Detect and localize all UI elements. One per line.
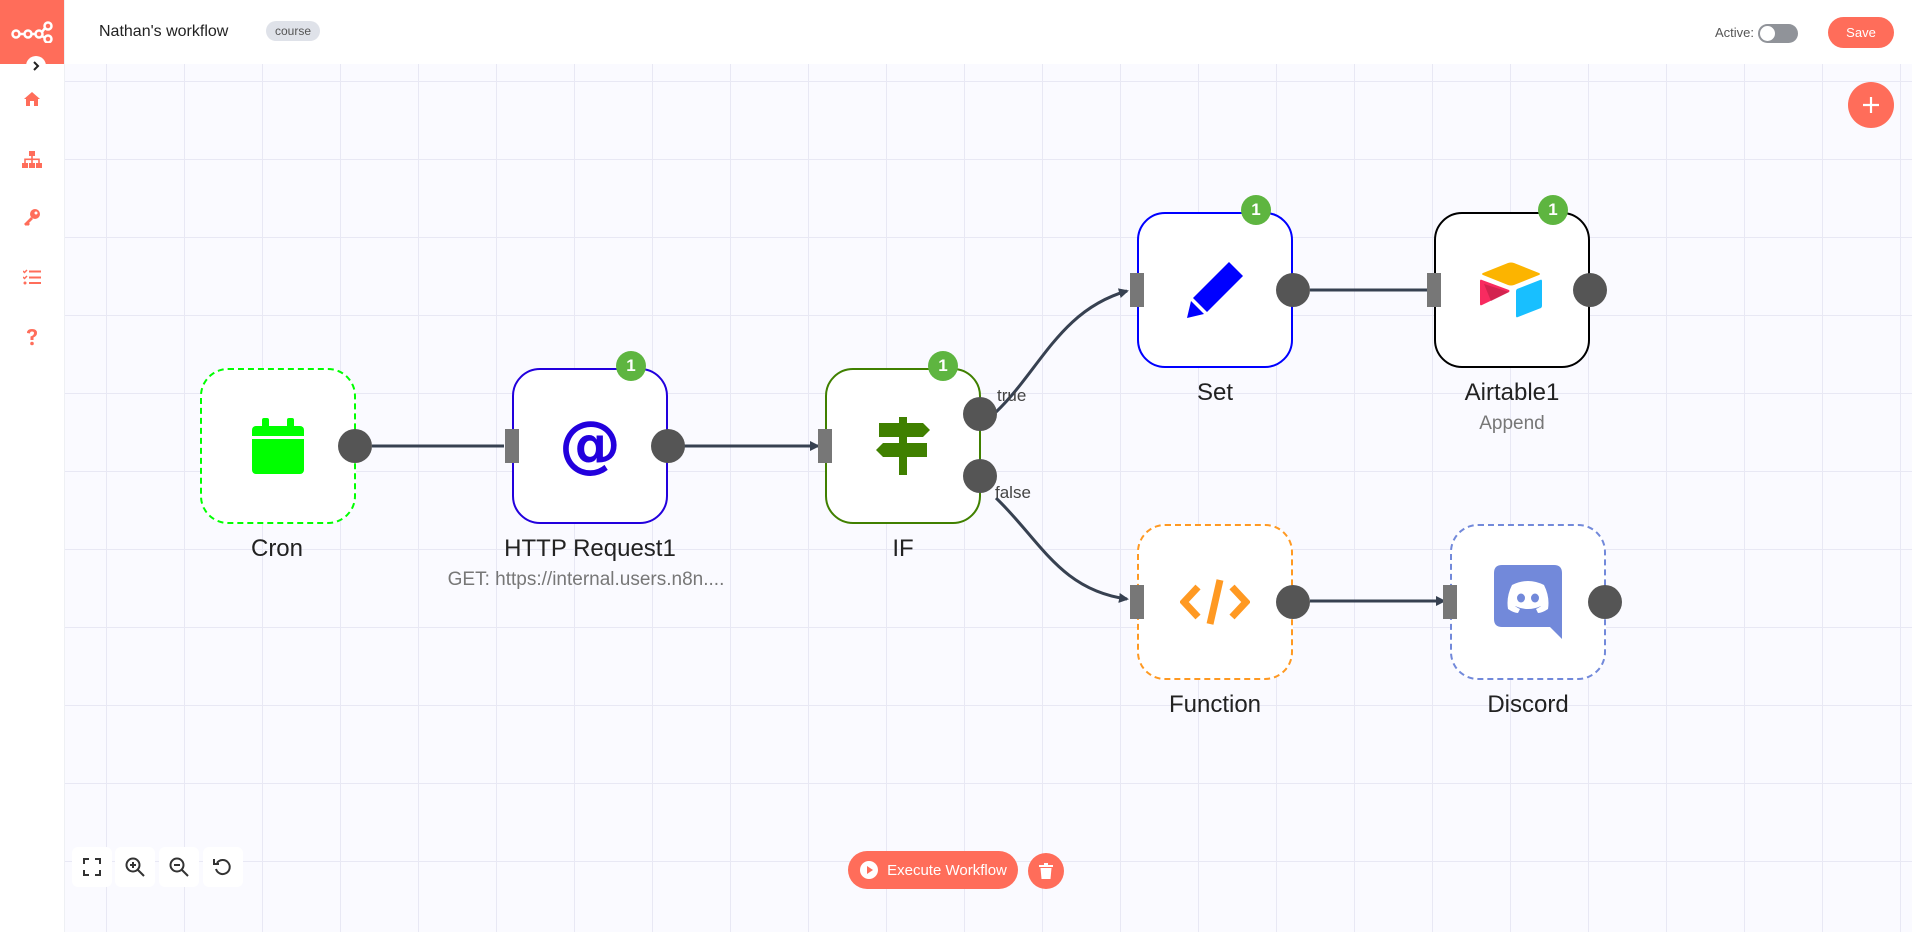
key-icon	[24, 209, 40, 226]
sidebar-item-executions[interactable]	[16, 261, 48, 293]
logo-icon	[11, 21, 53, 43]
node-subtitle-http: GET: https://internal.users.n8n....	[447, 569, 725, 590]
workflow-name[interactable]: Nathan's workflow	[99, 23, 229, 40]
plus-icon	[1863, 97, 1879, 113]
input-port-function[interactable]	[1130, 585, 1144, 619]
discord-icon	[1494, 565, 1562, 639]
sidebar-item-workflows[interactable]	[16, 144, 48, 176]
undo-icon	[213, 859, 231, 876]
sidebar-item-home[interactable]	[16, 83, 48, 115]
chevron-right-icon	[33, 61, 40, 71]
input-port-airtable[interactable]	[1427, 273, 1441, 307]
input-port-set[interactable]	[1130, 273, 1144, 307]
calendar-icon	[252, 418, 304, 474]
node-title-function: Function	[1168, 691, 1262, 718]
input-port-if[interactable]	[818, 429, 832, 463]
at-icon: @	[560, 416, 620, 476]
zoom-out-button[interactable]	[159, 847, 199, 887]
output-port-if-false[interactable]	[963, 459, 997, 493]
output-port-airtable[interactable]	[1573, 273, 1607, 307]
home-icon	[24, 92, 40, 106]
output-port-set[interactable]	[1276, 273, 1310, 307]
node-discord[interactable]	[1450, 524, 1606, 680]
node-cron[interactable]	[200, 368, 356, 524]
svg-text:@: @	[560, 416, 620, 476]
output-port-discord[interactable]	[1588, 585, 1622, 619]
node-title-set: Set	[1196, 379, 1234, 406]
workflow-canvas[interactable]	[64, 64, 1912, 932]
active-toggle[interactable]	[1758, 24, 1798, 43]
delete-button[interactable]	[1028, 853, 1064, 889]
play-circle-icon	[860, 861, 879, 879]
item-count-badge: 1	[1538, 195, 1568, 225]
sidebar	[0, 0, 65, 932]
airtable-icon	[1480, 262, 1542, 318]
output-port-if-true[interactable]	[963, 397, 997, 431]
node-title-if: IF	[892, 535, 914, 562]
node-title-cron: Cron	[250, 535, 304, 562]
node-title-discord: Discord	[1487, 691, 1569, 718]
help-icon	[27, 329, 37, 346]
sidebar-item-help[interactable]	[16, 321, 48, 353]
zoom-in-button[interactable]	[115, 847, 155, 887]
output-port-function[interactable]	[1276, 585, 1310, 619]
save-button[interactable]: Save	[1828, 17, 1894, 48]
node-function[interactable]	[1137, 524, 1293, 680]
node-if[interactable]	[825, 368, 981, 524]
zoom-to-fit-button[interactable]	[72, 847, 112, 887]
sidebar-item-credentials[interactable]	[16, 201, 48, 233]
workflow-tag[interactable]: course	[266, 21, 321, 41]
header: Nathan's workflow course Active: Save	[64, 0, 1912, 64]
n8n-logo[interactable]	[0, 0, 64, 64]
expand-sidebar-button[interactable]	[26, 56, 46, 76]
fullscreen-icon	[83, 858, 101, 876]
item-count-badge: 1	[1241, 195, 1271, 225]
output-port-http[interactable]	[651, 429, 685, 463]
input-port-discord[interactable]	[1443, 585, 1457, 619]
node-title-airtable: Airtable1	[1464, 379, 1560, 406]
add-node-button[interactable]	[1848, 82, 1894, 128]
pen-icon	[1187, 262, 1243, 318]
zoom-in-icon	[125, 857, 145, 877]
branch-label-false: false	[995, 483, 1031, 502]
branch-label-true: true	[997, 386, 1027, 405]
reset-zoom-button[interactable]	[203, 847, 243, 887]
node-airtable[interactable]	[1434, 212, 1590, 368]
execute-workflow-label: Execute Workflow	[887, 861, 1007, 879]
node-title-http: HTTP Request1	[504, 535, 676, 562]
trash-icon	[1039, 863, 1053, 879]
output-port-cron[interactable]	[338, 429, 372, 463]
toggle-knob	[1760, 26, 1775, 41]
node-subtitle-airtable: Append	[1479, 413, 1545, 434]
node-set[interactable]	[1137, 212, 1293, 368]
executions-icon	[23, 269, 41, 285]
active-label: Active:	[1714, 25, 1754, 40]
execute-workflow-button[interactable]: Execute Workflow	[848, 851, 1018, 889]
zoom-out-icon	[169, 857, 189, 877]
code-icon	[1180, 579, 1250, 625]
input-port-http[interactable]	[505, 429, 519, 463]
node-http-request[interactable]: @	[512, 368, 668, 524]
item-count-badge: 1	[616, 351, 646, 381]
signpost-icon	[876, 417, 930, 475]
workflows-icon	[22, 151, 42, 168]
item-count-badge: 1	[928, 351, 958, 381]
